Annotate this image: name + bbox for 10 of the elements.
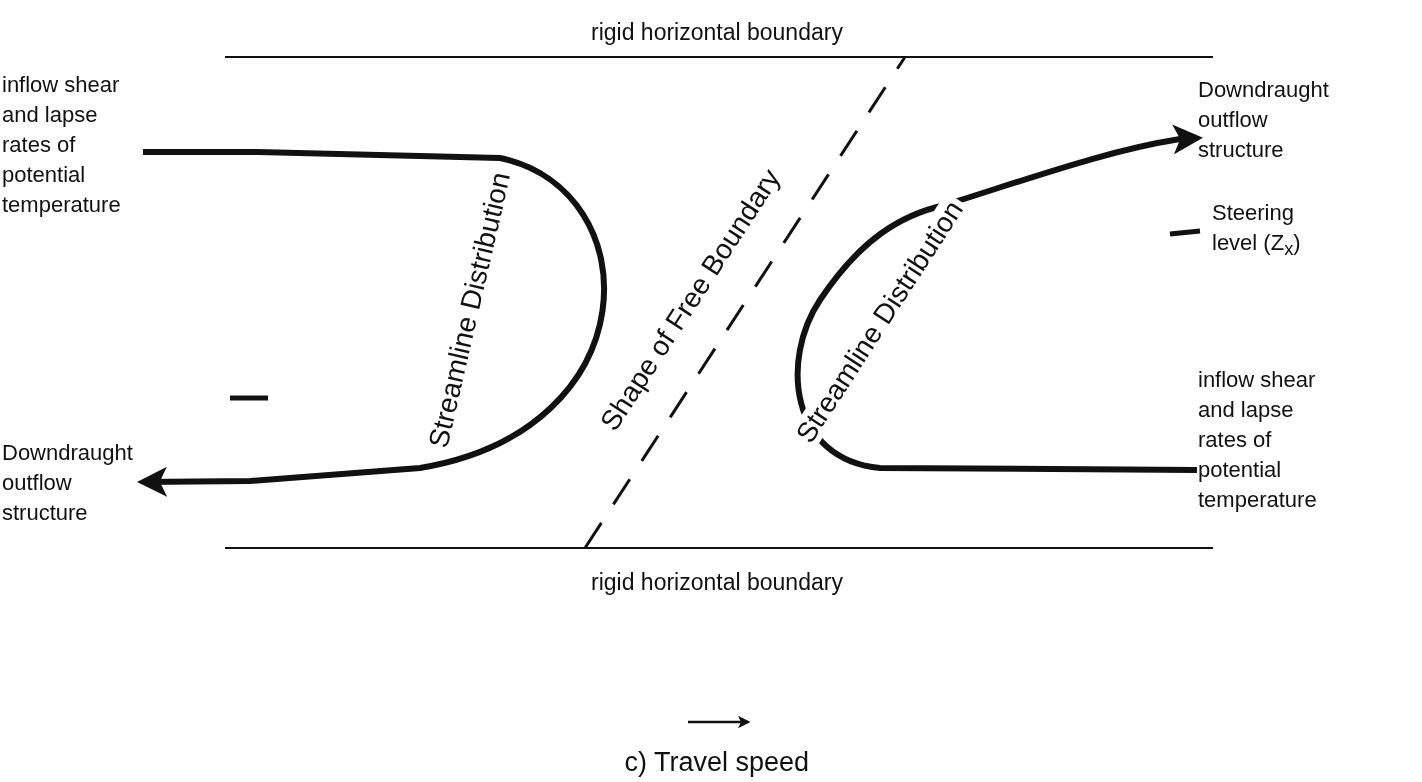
inflow-label: inflow shear and lapse rates of potential temperature: [2, 71, 122, 219]
boundary-label: rigid horizontal boundary: [591, 568, 843, 596]
boundary-label: rigid horizontal boundary: [591, 18, 843, 46]
streamline-arrow: [795, 124, 1203, 473]
outflow-label: Downdraught outflow structure: [2, 439, 134, 527]
steering-level-label: Steering level (Z$_{x}$): [1212, 199, 1302, 262]
outflow-label: Downdraught outflow structure: [1198, 76, 1330, 164]
caption: c) Travel speed: [624, 746, 810, 778]
inflow-label: inflow shear and lapse rates of potential temperature: [1198, 366, 1318, 514]
streamline-arrow: [137, 149, 607, 497]
